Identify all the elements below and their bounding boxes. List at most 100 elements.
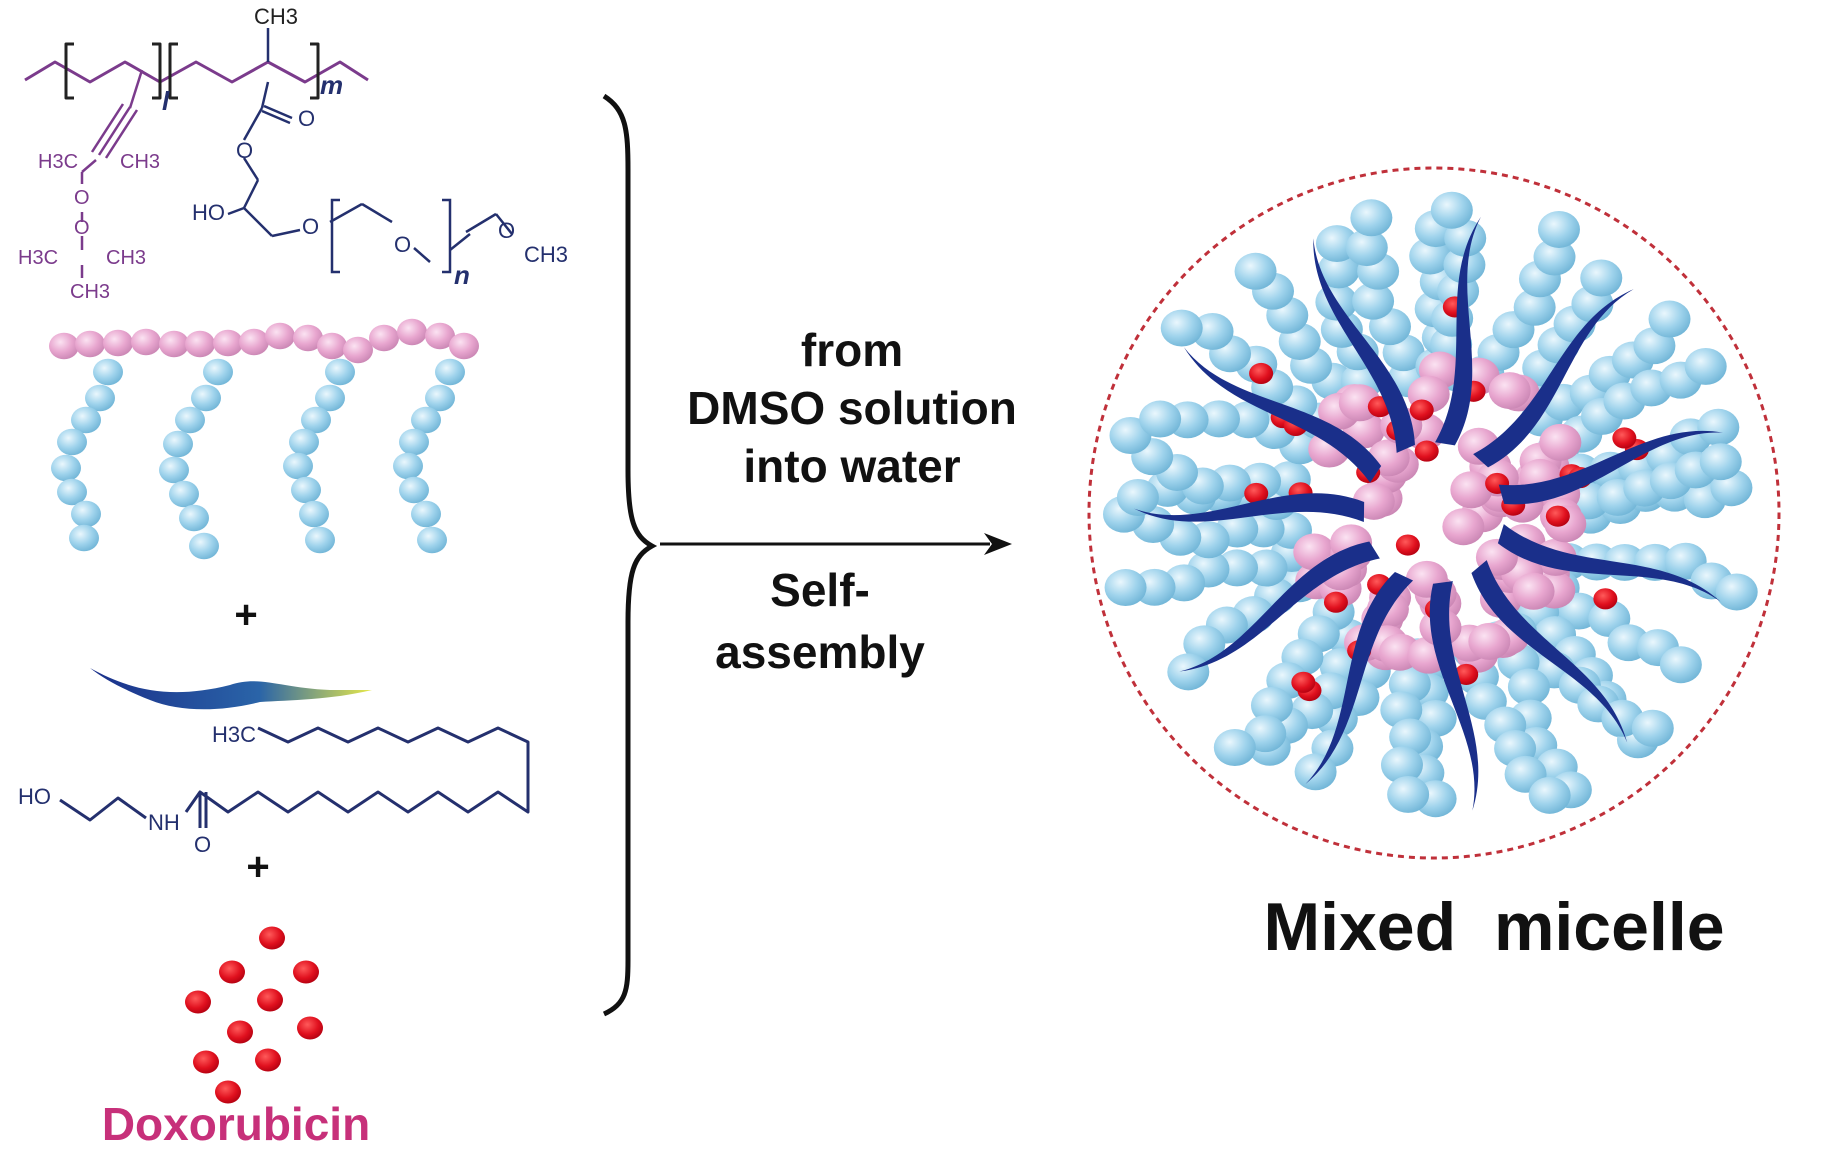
- comb-backbone-bead: [131, 328, 161, 356]
- micelle-drug-dot: [1545, 505, 1570, 527]
- comb-hydrophilic-bead: [417, 526, 447, 554]
- comb-backbone-bead: [213, 329, 243, 357]
- comb-hydrophilic-bead: [283, 452, 313, 480]
- comb-hydrophilic-bead: [175, 406, 205, 434]
- comb-backbone-bead: [317, 332, 347, 360]
- micelle-drug-dot: [1249, 362, 1274, 385]
- micelle-lipid-tail: [1313, 238, 1415, 453]
- micelle-corona-bead: [1507, 668, 1550, 706]
- micelle-core-bead: [1539, 423, 1582, 461]
- micelle-corona-bead: [1528, 776, 1571, 814]
- carbonyl-o-label: O: [298, 106, 315, 131]
- micelle-lipid-tail: [1429, 581, 1479, 811]
- polymer-backbone: [24, 42, 369, 100]
- micelle-drug-dot: [1323, 591, 1348, 613]
- micelle-corona-bead: [1167, 653, 1210, 691]
- tbu2-bottom-label: CH3: [70, 281, 110, 303]
- comb-hydrophilic-bead: [203, 358, 233, 386]
- micelle-drug-dot: [1612, 427, 1637, 449]
- comb-backbone-bead: [49, 332, 79, 360]
- comb-hydrophilic-bead: [399, 476, 429, 504]
- micelle-corona-bead: [1160, 309, 1203, 347]
- mixed-micelle: [1087, 166, 1781, 860]
- tbu2-right-label: CH3: [106, 247, 146, 269]
- curly-brace: [602, 93, 658, 1017]
- polymer-labels: CH3 l m O O HO O O n O CH3 H3C CH3 O O H…: [18, 4, 568, 303]
- micelle-corona-bead: [1245, 549, 1288, 587]
- micelle-corona-bead: [1444, 219, 1487, 257]
- peroxide-o1-label: O: [74, 187, 90, 209]
- micelle-drug-dot: [1244, 482, 1269, 504]
- doxorubicin-dot: [219, 960, 245, 984]
- comb-hydrophilic-bead: [163, 430, 193, 458]
- doxorubicin-dot: [259, 926, 285, 950]
- comb-hydrophilic-bead: [315, 384, 345, 412]
- micelle-corona-bead: [1345, 229, 1388, 267]
- micelle-drug-dot: [1414, 440, 1439, 462]
- process-line-dmso: DMSO solution: [687, 382, 1017, 434]
- ether-o1-label: O: [302, 214, 319, 239]
- micelle-lipid-tail: [1473, 289, 1634, 468]
- comb-backbone-bead: [369, 324, 399, 352]
- micelle-corona-bead: [1116, 478, 1159, 516]
- comb-hydrophilic-bead: [189, 532, 219, 560]
- comb-backbone-bead: [75, 330, 105, 358]
- oea-o-label: O: [194, 832, 211, 857]
- comb-hydrophilic-bead: [301, 406, 331, 434]
- process-line-self: Self-: [770, 564, 870, 616]
- comb-backbone-bead: [343, 336, 373, 364]
- micelle-corona-bead: [1250, 686, 1293, 724]
- comb-polymer-cartoon: [49, 318, 479, 560]
- process-line-assembly: assembly: [715, 626, 925, 678]
- comb-hydrophilic-bead: [191, 384, 221, 412]
- micelle-corona-bead: [1213, 729, 1256, 766]
- micelle-corona-bead: [1197, 400, 1240, 438]
- comb-hydrophilic-bead: [71, 500, 101, 528]
- micelle-lipid-tail: [1134, 493, 1365, 522]
- doxorubicin-dot: [193, 1050, 219, 1074]
- tbu1-left-label: H3C: [38, 151, 78, 173]
- process-arrow: [660, 533, 1012, 555]
- micelle-lipid-tail: [1471, 560, 1628, 743]
- micelle-particles: [1102, 191, 1758, 818]
- micelle-core-bead: [1450, 471, 1493, 509]
- comb-backbone-bead: [103, 329, 133, 357]
- comb-hydrophilic-bead: [69, 524, 99, 552]
- micelle-drug-dot: [1454, 663, 1479, 685]
- micelle-corona-bead: [1537, 210, 1580, 248]
- oea-h3c-label: H3C: [212, 722, 256, 747]
- micelle-lipid-tail: [1305, 571, 1414, 785]
- micelle-lipid-tail: [1435, 216, 1481, 446]
- micelle-corona-bead: [1580, 259, 1623, 297]
- comb-hydrophilic-bead: [169, 480, 199, 508]
- micelle-corona-bead: [1389, 718, 1432, 756]
- subscript-m-label: m: [320, 70, 343, 100]
- comb-backbone-bead: [397, 318, 427, 346]
- tbu2-left-label: H3C: [18, 247, 58, 269]
- micelle-corona-bead: [1380, 746, 1423, 784]
- ether-o2-label: O: [394, 232, 411, 257]
- micelle-lipid-tail: [1497, 524, 1721, 602]
- comb-hydrophilic-bead: [411, 500, 441, 528]
- micelle-corona-bead: [1648, 300, 1691, 338]
- comb-backbone-bead: [293, 324, 323, 352]
- micelle-core-bead: [1468, 622, 1511, 660]
- micelle-corona-bead: [1227, 401, 1270, 439]
- comb-hydrophilic-bead: [57, 478, 87, 506]
- doxorubicin-dot: [185, 990, 211, 1014]
- micelle-corona-bead: [1513, 288, 1556, 326]
- oea-ho-label: HO: [18, 784, 51, 809]
- comb-hydrophilic-bead: [291, 476, 321, 504]
- micelle-corona-bead: [1191, 312, 1234, 350]
- comb-backbone-bead: [159, 330, 189, 358]
- comb-hydrophilic-bead: [411, 406, 441, 434]
- comb-hydrophilic-bead: [399, 428, 429, 456]
- comb-hydrophilic-bead: [435, 358, 465, 386]
- doxorubicin-dot: [255, 1048, 281, 1072]
- process-line-water: into water: [743, 440, 960, 492]
- comb-hydrophilic-bead: [71, 406, 101, 434]
- doxorubicin-dot: [215, 1080, 241, 1104]
- doxorubicin-dot: [293, 960, 319, 984]
- process-description: from DMSO solution into water Self- asse…: [687, 324, 1017, 678]
